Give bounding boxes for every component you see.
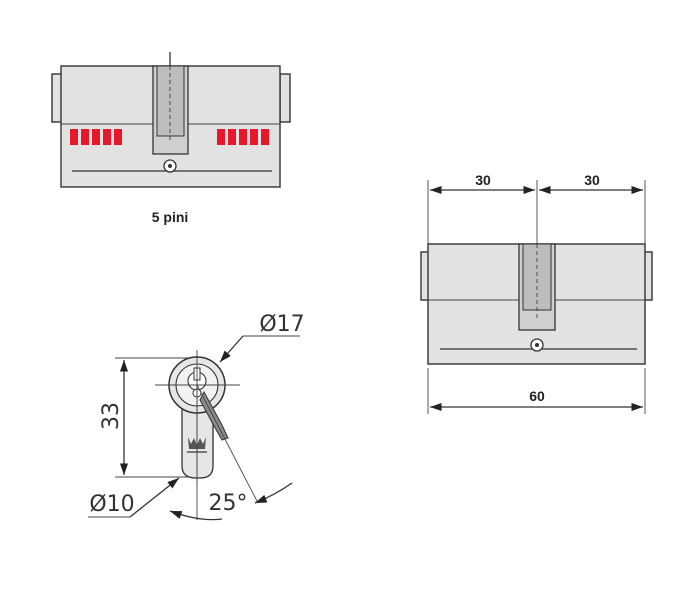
- cylinder-cutaway-5-pins: [51, 52, 291, 188]
- angle-arc-right: [254, 482, 293, 504]
- cylinder-side-view: [420, 180, 653, 414]
- diameter-17-label: Ø17: [259, 312, 304, 337]
- dimension-total-label: 60: [529, 388, 545, 404]
- dimension-left-half-label: 30: [475, 172, 491, 188]
- pin-count-caption: 5 pini: [152, 209, 189, 225]
- angle-25-label: 25°: [209, 491, 248, 516]
- leader-diameter-10: [129, 477, 180, 518]
- diameter-10-label: Ø10: [89, 492, 134, 517]
- angle-arc-left: [169, 510, 223, 521]
- cylinder-profile-view: [88, 335, 300, 521]
- pins-left: [70, 129, 122, 145]
- dimension-right-half-label: 30: [584, 172, 600, 188]
- pins-right: [217, 129, 269, 145]
- leader-diameter-17: [219, 335, 244, 363]
- height-33-label: 33: [99, 402, 124, 430]
